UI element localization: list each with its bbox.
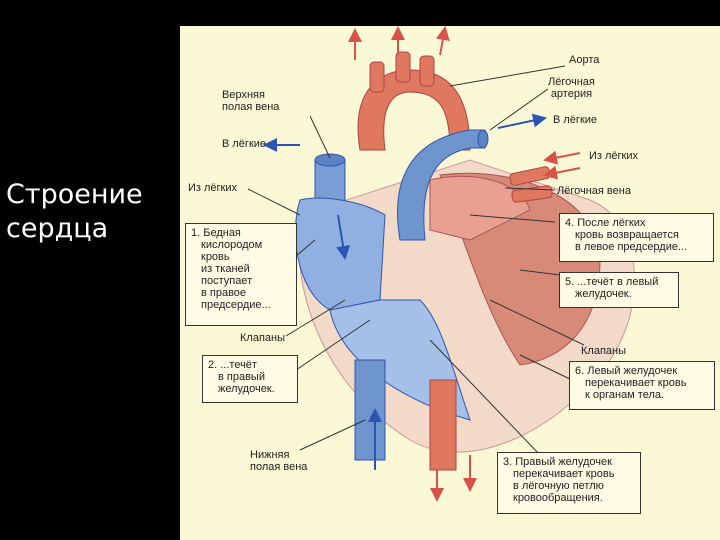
label-valves-right: Клапаны	[581, 345, 626, 357]
step-1-line-2: кислородом	[191, 239, 291, 251]
step-1-line-7: предсердие...	[191, 299, 291, 311]
label-valves-left: Клапаны	[240, 332, 285, 344]
aorta-branch-3	[420, 56, 434, 86]
step-2-line-2: в правый	[208, 371, 292, 383]
label-pulmonary-artery-line-1: Лёгочная	[548, 76, 595, 88]
step-3-line-4: кровообращения.	[503, 492, 635, 504]
step-2-line-3: желудочек.	[208, 383, 292, 395]
step-3-line-2: перекачивает кровь	[503, 468, 635, 480]
step-5-line-2: желудочек.	[565, 288, 673, 300]
step-1-line-4: из тканей	[191, 263, 291, 275]
step-6-line-3: к органам тела.	[575, 389, 709, 401]
descending-aorta	[430, 380, 456, 470]
step-5-line-1: 5. ...течёт в левый	[565, 276, 673, 288]
step-4-line-2: кровь возвращается	[565, 229, 708, 241]
label-pulmonary-vein: Лёгочная вена	[557, 185, 631, 197]
step-4-line-3: в левое предсердие...	[565, 241, 708, 253]
step-3-line-1: 3. Правый желудочек	[503, 456, 635, 468]
step-box-4: 4. После лёгких кровь возвращается в лев…	[559, 213, 714, 262]
aorta-branch-1	[370, 62, 384, 92]
label-superior-vena-cava-line-2: полая вена	[222, 101, 279, 113]
step-1-line-6: в правое	[191, 287, 291, 299]
step-box-1: 1. Бедная кислородом кровь из тканей пос…	[185, 223, 297, 326]
step-2-line-1: 2. ...течёт	[208, 359, 292, 371]
step-1-line-3: кровь	[191, 251, 291, 263]
label-from-lungs-right: Из лёгких	[589, 150, 638, 162]
label-inferior-vena-cava-line-1: Нижняя	[250, 449, 307, 461]
step-box-2: 2. ...течёт в правый желудочек.	[202, 355, 298, 403]
step-1-line-1: 1. Бедная	[191, 227, 291, 239]
step-box-5: 5. ...течёт в левый желудочек.	[559, 272, 679, 308]
label-to-lungs-right: В лёгкие	[553, 114, 597, 126]
label-to-lungs-left: В лёгкие	[222, 138, 266, 150]
label-inferior-vena-cava: Нижняя полая вена	[250, 449, 307, 473]
step-box-6: 6. Левый желудочек перекачивает кровь к …	[569, 361, 715, 410]
label-superior-vena-cava-line-1: Верхняя	[222, 89, 279, 101]
inferior-vena-cava	[355, 360, 385, 460]
label-pulmonary-artery: Лёгочная артерия	[548, 76, 595, 100]
label-pulmonary-artery-line-2: артерия	[548, 88, 595, 100]
label-from-lungs-left: Из лёгких	[188, 182, 237, 194]
label-superior-vena-cava: Верхняя полая вена	[222, 89, 279, 113]
aorta-branch-2	[396, 52, 410, 82]
step-4-line-1: 4. После лёгких	[565, 217, 708, 229]
step-1-line-5: поступает	[191, 275, 291, 287]
step-3-line-3: в лёгочную петлю	[503, 480, 635, 492]
label-inferior-vena-cava-line-2: полая вена	[250, 461, 307, 473]
step-6-line-2: перекачивает кровь	[575, 377, 709, 389]
label-aorta: Аорта	[569, 54, 599, 66]
step-box-3: 3. Правый желудочек перекачивает кровь в…	[497, 452, 641, 514]
step-6-line-1: 6. Левый желудочек	[575, 365, 709, 377]
